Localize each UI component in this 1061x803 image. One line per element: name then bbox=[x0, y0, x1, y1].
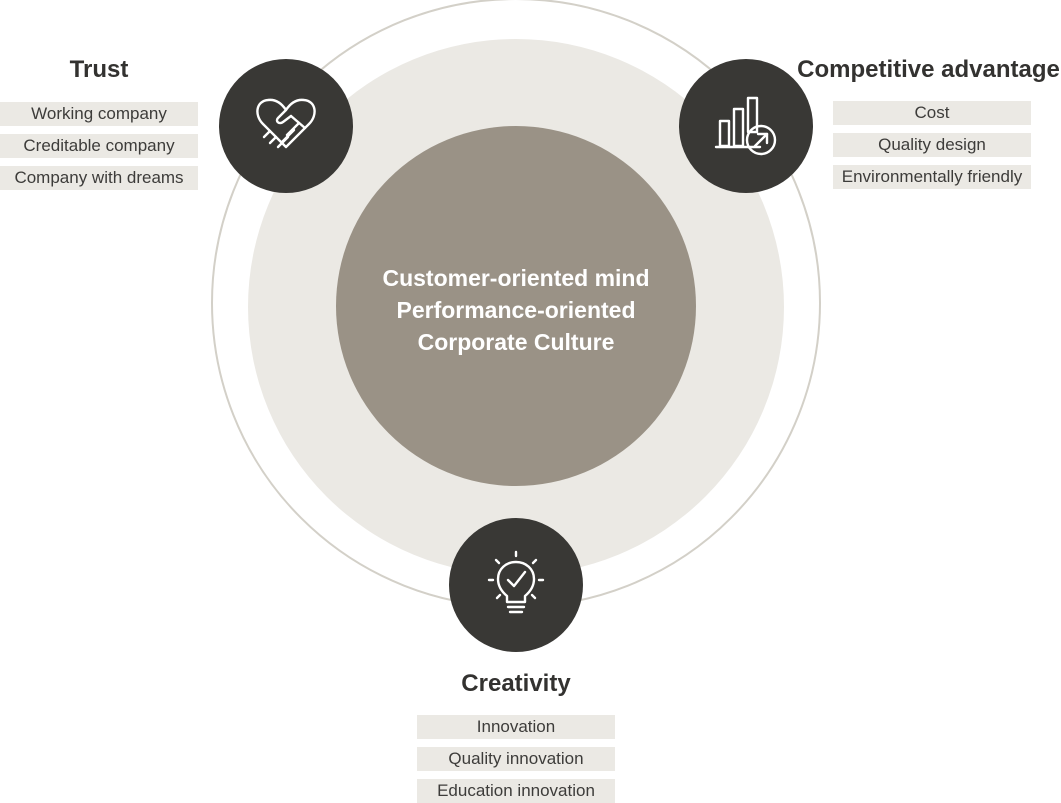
trust-item: Creditable company bbox=[0, 134, 198, 158]
competitive-item: Cost bbox=[833, 101, 1031, 125]
creativity-item: Quality innovation bbox=[417, 747, 615, 771]
creativity-item: Innovation bbox=[417, 715, 615, 739]
bar-chart-growth-icon bbox=[714, 96, 777, 156]
creativity-list: Innovation Quality innovation Education … bbox=[417, 715, 615, 803]
trust-item: Working company bbox=[0, 102, 198, 126]
competitive-item: Quality design bbox=[833, 133, 1031, 157]
core-line-1: Customer-oriented mind bbox=[382, 265, 650, 291]
competitive-title: Competitive advantage bbox=[797, 56, 1060, 83]
handshake-icon bbox=[256, 98, 316, 149]
competitive-node bbox=[679, 59, 813, 193]
competitive-item: Environmentally friendly bbox=[833, 165, 1031, 189]
core-line-2: Performance-oriented bbox=[396, 297, 636, 323]
creativity-item: Education innovation bbox=[417, 779, 615, 803]
core-values-text: Customer-oriented mind Performance-orien… bbox=[336, 262, 696, 358]
creativity-title: Creativity bbox=[461, 670, 571, 697]
trust-title: Trust bbox=[69, 56, 129, 83]
trust-list: Working company Creditable company Compa… bbox=[0, 102, 198, 198]
lightbulb-check-icon bbox=[487, 550, 545, 614]
trust-item: Company with dreams bbox=[0, 166, 198, 190]
core-line-3: Corporate Culture bbox=[417, 329, 615, 355]
core-circle bbox=[336, 126, 696, 486]
trust-node bbox=[219, 59, 353, 193]
competitive-list: Cost Quality design Environmentally frie… bbox=[833, 101, 1031, 197]
